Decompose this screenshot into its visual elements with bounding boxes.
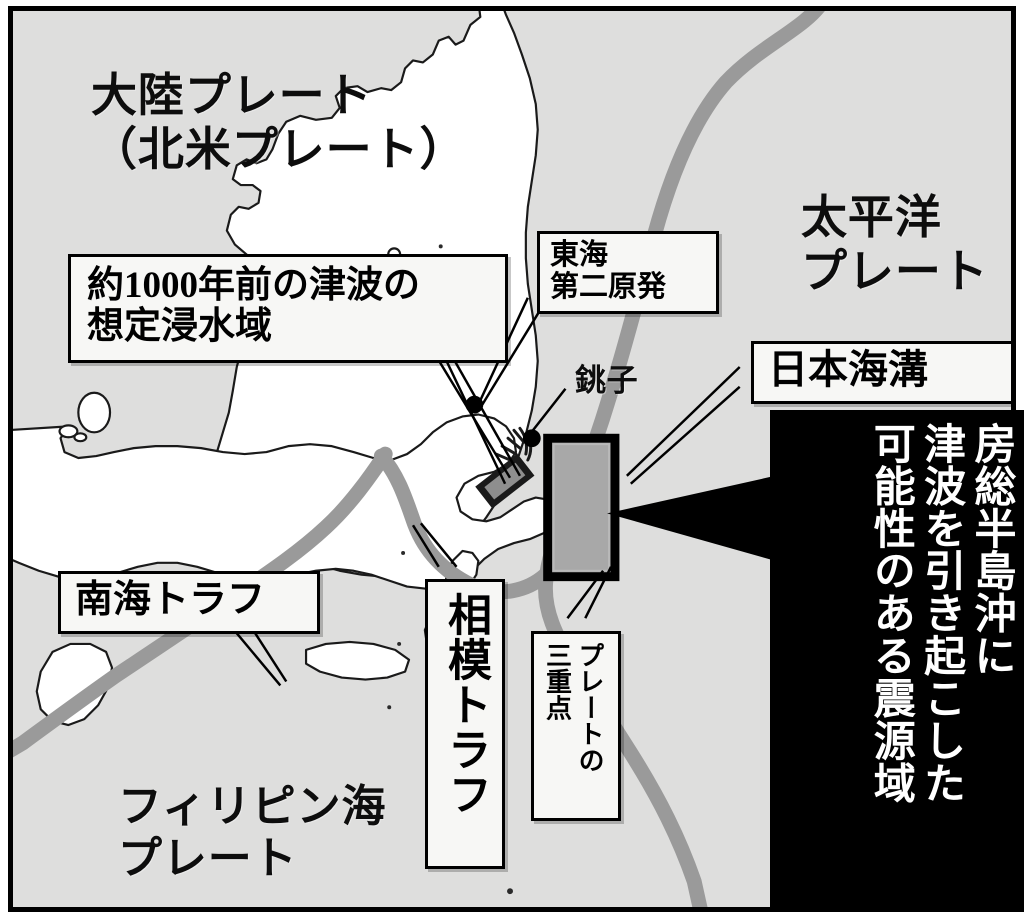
leader-sagami-1: [411, 524, 440, 568]
leader-inundation-2: [451, 356, 521, 477]
location-dots-group: [465, 395, 541, 448]
leader-sagami-2: [419, 522, 458, 568]
label-continental-plate: 大陸プレート （北米プレート）: [91, 69, 466, 178]
label-choshi-text: 銚子: [575, 363, 639, 398]
callout-japan-trench: 日本海溝: [751, 341, 1011, 404]
leader-japan-trench-1: [625, 366, 741, 477]
land-island-c: [73, 432, 88, 443]
callout-tokai-second-npp: 東海 第二原発: [537, 231, 719, 314]
leader-nankai-1: [229, 625, 282, 687]
label-philippine-sea-plate: フィリピン海 プレート: [118, 781, 386, 885]
callout-source-region-black: 房総半島沖に 津波を引き起こした 可能性のある震源域: [770, 410, 1024, 912]
dot-tokai-npp: [465, 395, 484, 414]
callout-tokai-second-npp-line2: 第二原発: [550, 271, 667, 304]
callout-tsunami-inundation-line2: 想定浸水域: [87, 306, 272, 348]
callout-plate-triple-junction-wrap: プレートの 三重点: [540, 642, 605, 810]
map-frame: 大陸プレート （北米プレート） 太平洋 プレート フィリピン海 プレート 銚子 …: [8, 6, 1016, 912]
leader-tokai-2: [481, 297, 549, 406]
callout-plate-triple-junction: プレートの 三重点: [531, 631, 621, 821]
callout-sagami-trough: 相模トラフ: [425, 579, 505, 869]
land-island-a: [77, 391, 112, 434]
land-shikoku: [304, 640, 411, 681]
leader-inundation-3: [443, 356, 507, 485]
label-continental-plate-line2: （北米プレート）: [91, 124, 467, 176]
callout-japan-trench-line1: 日本海溝: [768, 347, 928, 392]
callout-plate-triple-junction-line2: 三重点: [542, 642, 572, 721]
label-pacific-plate-line1: 太平洋: [801, 192, 942, 243]
map-speckles: [387, 244, 513, 895]
land-kyushu: [35, 642, 114, 727]
dot-choshi: [522, 429, 541, 448]
leader-triple-1: [566, 570, 605, 619]
label-continental-plate-line1: 大陸プレート: [91, 70, 373, 121]
leader-choshi: [528, 388, 567, 436]
callout-sagami-trough-text: 相模トラフ: [441, 592, 490, 817]
callout-source-region-text: 房総半島沖に 津波を引き起こした 可能性のある震源域: [778, 420, 1018, 902]
leader-nankai-2: [249, 625, 288, 683]
callout-tokai-second-npp-line1: 東海: [550, 239, 609, 271]
callout-plate-triple-junction-line1: プレートの: [575, 642, 604, 774]
label-choshi: 銚子: [575, 363, 638, 400]
sagami-trough-line: [373, 448, 554, 600]
callout-nankai-trough: 南海トラフ: [58, 571, 320, 634]
label-philippine-sea-plate-line1: フィリピン海: [118, 782, 387, 831]
callout-nankai-trough-line1: 南海トラフ: [75, 579, 266, 621]
label-pacific-plate-line2: プレート: [801, 246, 989, 298]
label-philippine-sea-plate-line2: プレート: [118, 833, 298, 883]
source-region-rect-inner: [552, 443, 611, 572]
callout-tsunami-inundation-line1: 約1000年前の津波の: [87, 265, 420, 306]
source-region-arrow: [607, 475, 776, 561]
leader-lines-group: [229, 297, 741, 687]
leader-triple-2: [584, 566, 613, 619]
callout-tsunami-inundation: 約1000年前の津波の 想定浸水域: [68, 254, 508, 363]
label-pacific-plate: 太平洋 プレート: [801, 191, 989, 300]
source-region-rect-group: [543, 433, 620, 582]
leader-japan-trench-2: [629, 385, 741, 485]
land-island-b: [58, 424, 79, 439]
